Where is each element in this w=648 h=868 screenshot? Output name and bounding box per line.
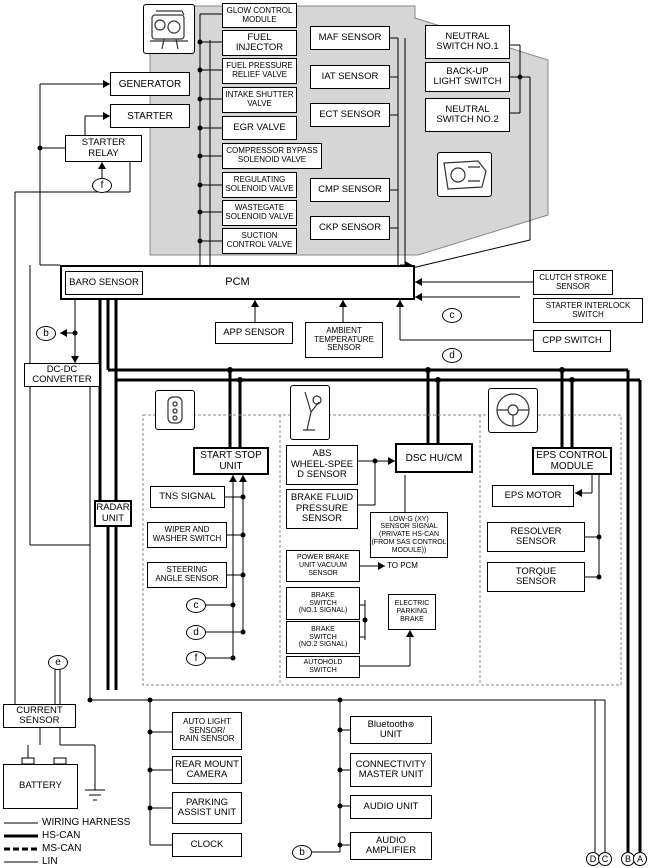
start-stop-unit: START STOP UNIT — [193, 447, 269, 475]
neutral-switch-no2: NEUTRAL SWITCH NO.2 — [425, 98, 510, 132]
resolver-sensor: RESOLVER SENSOR — [487, 522, 585, 552]
wiper-and-washer-switch: WIPER AND WASHER SWITCH — [147, 522, 227, 548]
wastegate-solenoid-valve: WASTEGATE SOLENOID VALVE — [222, 200, 297, 226]
battery: BATTERY — [3, 764, 78, 809]
key-fob-image — [155, 390, 195, 430]
audio-unit: AUDIO UNIT — [350, 795, 432, 819]
eps-control-module: EPS CONTROL MODULE — [532, 447, 612, 475]
maf-sensor: MAF SENSOR — [310, 26, 390, 50]
eps-motor: EPS MOTOR — [492, 485, 574, 507]
connector-A: A — [633, 852, 647, 866]
iat-sensor: IAT SENSOR — [310, 65, 390, 89]
fuel-pressure-relief-valve: FUEL PRESSURE RELIEF VALVE — [222, 58, 297, 84]
starter: STARTER — [110, 104, 190, 128]
fuel-injector: FUEL INJECTOR — [222, 30, 297, 56]
generator: GENERATOR — [110, 72, 190, 96]
connectivity-master-unit: CONNECTIVITY MASTER UNIT — [350, 753, 432, 787]
regulating-solenoid-valve: REGULATING SOLENOID VALVE — [222, 172, 297, 198]
current-sensor: CURRENT SENSOR — [3, 704, 76, 728]
connector-f: f — [186, 651, 206, 666]
brake-switch-no1: BRAKE SWITCH (NO.1 SIGNAL) — [286, 587, 360, 620]
engine-image — [143, 4, 195, 54]
connector-d-pcm: d — [442, 348, 462, 363]
rear-mount-camera: REAR MOUNT CAMERA — [172, 756, 242, 784]
compressor-bypass-solenoid-valve: COMPRESSOR BYPASS SOLENOID VALVE — [222, 143, 322, 169]
clock: CLOCK — [172, 833, 242, 857]
torque-sensor: TORQUE SENSOR — [487, 562, 585, 592]
audio-amplifier: AUDIO AMPLIFIER — [350, 832, 432, 860]
pcm-label: PCM — [225, 276, 250, 289]
connector-d: d — [186, 625, 206, 640]
bluetooth-unit: Bluetooth⊛ UNIT — [350, 716, 432, 744]
connector-b-bottom: b — [292, 845, 312, 860]
suction-control-valve: SUCTION CONTROL VALVE — [222, 228, 297, 254]
dc-dc-converter: DC-DC CONVERTER — [24, 363, 100, 387]
connector-b-left: b — [36, 326, 56, 341]
legend-wiring-harness: WIRING HARNESS — [42, 817, 131, 828]
bluetooth-icon: ⊛ — [407, 719, 415, 729]
connector-e: e — [48, 655, 68, 670]
parking-assist-unit: PARKING ASSIST UNIT — [172, 792, 242, 824]
connector-f-top: f — [92, 178, 112, 193]
app-sensor: APP SENSOR — [215, 322, 293, 344]
bluetooth-label: Bluetooth⊛ — [367, 718, 415, 730]
backup-light-switch: BACK-UP LIGHT SWITCH — [425, 62, 510, 92]
connector-c-pcm: c — [442, 308, 462, 323]
legend-hs-can: HS-CAN — [42, 830, 81, 841]
low-g-sensor-signal: LOW-G (XY) SENSOR SIGNAL (PRIVATE HS-CAN… — [370, 512, 448, 558]
starter-relay: STARTER RELAY — [65, 135, 142, 162]
ckp-sensor: CKP SENSOR — [310, 216, 390, 240]
abs-wheel-speed-sensor: ABS WHEEL-SPEE D SENSOR — [286, 445, 358, 485]
legend-ms-can: MS-CAN — [42, 843, 82, 854]
connector-C: C — [598, 852, 612, 866]
bluetooth-unit-label: UNIT — [379, 729, 403, 740]
baro-sensor: BARO SENSOR — [65, 271, 143, 295]
ect-sensor: ECT SENSOR — [310, 103, 390, 127]
tns-signal: TNS SIGNAL — [150, 486, 225, 508]
dsc-hu-cm: DSC HU/CM — [395, 443, 473, 473]
electric-parking-brake: ELECTRIC PARKING BRAKE — [388, 594, 436, 630]
brake-switch-no2: BRAKE SWITCH (NO.2 SIGNAL) — [286, 621, 360, 654]
egr-valve: EGR VALVE — [222, 116, 297, 140]
legend-lin: LIN — [42, 856, 58, 867]
autohold-switch: AUTOHOLD SWITCH — [286, 656, 360, 678]
steering-wheel-image — [488, 388, 538, 433]
steering-angle-sensor: STEERING ANGLE SENSOR — [147, 562, 227, 588]
clutch-stroke-sensor: CLUTCH STROKE SENSOR — [533, 270, 613, 295]
starter-interlock-switch: STARTER INTERLOCK SWITCH — [533, 298, 643, 323]
brake-fluid-pressure-sensor: BRAKE FLUID PRESSURE SENSOR — [286, 489, 358, 529]
radar-unit: RADAR UNIT — [94, 500, 132, 527]
glow-control-module: GLOW CONTROL MODULE — [222, 3, 297, 28]
to-pcm-label: TO PCM — [387, 561, 418, 570]
cmp-sensor: CMP SENSOR — [310, 178, 390, 202]
transmission-image — [437, 152, 492, 197]
brake-pedal-image — [290, 385, 330, 440]
neutral-switch-no1: NEUTRAL SWITCH NO.1 — [425, 25, 510, 59]
power-brake-unit-vacuum-sensor: POWER BRAKE UNIT VACUUM SENSOR — [286, 550, 360, 582]
ambient-temperature-sensor: AMBIENT TEMPERATURE SENSOR — [305, 322, 383, 358]
cpp-switch: CPP SWITCH — [533, 330, 611, 352]
connector-c: c — [186, 598, 206, 613]
auto-light-rain-sensor: AUTO LIGHT SENSOR/ RAIN SENSOR — [172, 712, 242, 750]
intake-shutter-valve: INTAKE SHUTTER VALVE — [222, 87, 297, 113]
